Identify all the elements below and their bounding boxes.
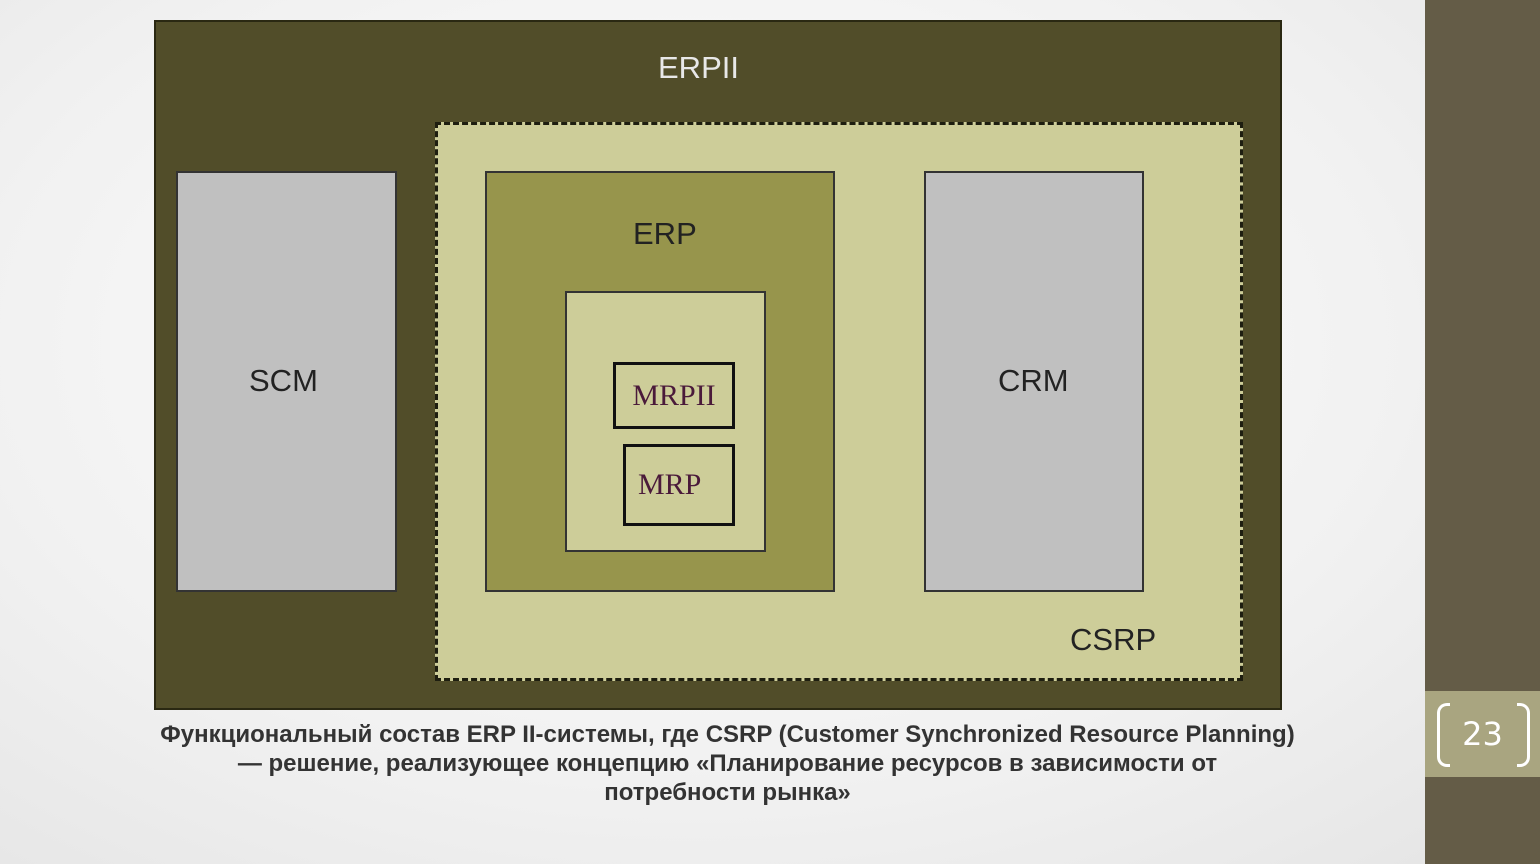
scm-box — [176, 171, 397, 592]
erp2-label: ERPII — [658, 50, 739, 85]
mrp-box: MRP — [623, 444, 735, 526]
mrp-label: MRP — [638, 468, 702, 501]
csrp-label: CSRP — [1070, 622, 1157, 657]
crm-box — [924, 171, 1144, 592]
scm-label: SCM — [249, 363, 318, 398]
slide-number-badge: 23 — [1425, 691, 1540, 777]
mrp2-box: MRPII — [613, 362, 735, 429]
slide-number: 23 — [1462, 715, 1503, 753]
mrp2-label: MRPII — [632, 378, 716, 412]
caption-line-2: — решение, реализующее концепцию «Планир… — [237, 750, 1218, 777]
caption: Функциональный состав ERP II-системы, гд… — [100, 720, 1355, 807]
erp-label: ERP — [633, 216, 697, 251]
caption-line-3: потребности рынка» — [604, 779, 851, 806]
crm-label: CRM — [998, 363, 1069, 398]
caption-line-1: Функциональный состав ERP II-системы, гд… — [160, 721, 1295, 748]
